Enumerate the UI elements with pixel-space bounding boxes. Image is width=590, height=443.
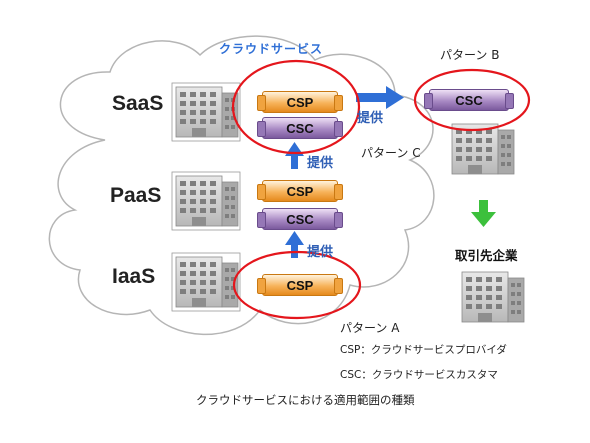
paas-csc-box: CSC — [257, 208, 343, 230]
iaas-csp-label: CSP — [286, 277, 314, 293]
box-cap-left — [257, 95, 266, 111]
pattern-b-label: パターン B — [440, 48, 500, 62]
layer-label-paas: PaaS — [110, 184, 162, 207]
box-cap-left — [257, 278, 266, 294]
iaas-csp-box: CSP — [257, 274, 343, 296]
paas-csp-box: CSP — [257, 180, 343, 202]
cloud-shape — [48, 35, 435, 336]
pattern-a-label: パターン A — [340, 321, 400, 335]
box-cap-left — [257, 212, 266, 228]
box-cap-left — [257, 121, 266, 137]
iaas-building-icon — [171, 252, 241, 312]
partner-building-icon — [461, 271, 525, 323]
saas-building-icon — [171, 82, 241, 142]
partner-highlight-ring — [413, 68, 531, 132]
saas-csc-label: CSC — [286, 120, 314, 136]
box-cap-right — [505, 93, 514, 109]
box-cap-right — [334, 278, 343, 294]
partner-csc-box: CSC — [424, 89, 514, 111]
saas-csc-box: CSC — [257, 117, 343, 139]
provide-label-to-b: 提供 — [357, 111, 384, 126]
box-cap-right — [334, 212, 343, 228]
paas-csp-label: CSP — [286, 183, 314, 199]
legend-csc: CSC：クラウドサービスカスタマ — [340, 369, 498, 381]
pattern-c-building-icon — [451, 123, 515, 175]
partner-csc-label: CSC — [455, 92, 483, 108]
box-cap-left — [424, 93, 433, 109]
legend-csp: CSP：クラウドサービスプロバイダ — [340, 344, 507, 356]
provide-label-to-saas: 提供 — [307, 156, 334, 171]
paas-csc-label: CSC — [286, 211, 314, 227]
paas-building-icon — [171, 171, 241, 231]
box-cap-left — [257, 184, 266, 200]
provide-label-to-paas: 提供 — [307, 245, 334, 260]
saas-csp-box: CSP — [257, 91, 343, 113]
box-cap-right — [334, 95, 343, 111]
figure-caption: クラウドサービスにおける適用範囲の種類 — [196, 393, 415, 407]
box-cap-right — [334, 184, 343, 200]
arrow-right-to-partner — [356, 86, 404, 109]
layer-label-saas: SaaS — [112, 92, 164, 115]
arrow-down-to-partner — [471, 200, 496, 227]
saas-highlight-ring — [231, 59, 361, 155]
saas-csp-label: CSP — [286, 94, 314, 110]
box-cap-right — [334, 121, 343, 137]
cloud-title: クラウドサービス — [219, 42, 324, 56]
pattern-c-label: パターン C — [361, 146, 421, 160]
partner-company-label: 取引先企業 — [455, 248, 518, 263]
layer-label-iaas: IaaS — [112, 265, 156, 288]
iaas-highlight-ring — [232, 250, 362, 320]
